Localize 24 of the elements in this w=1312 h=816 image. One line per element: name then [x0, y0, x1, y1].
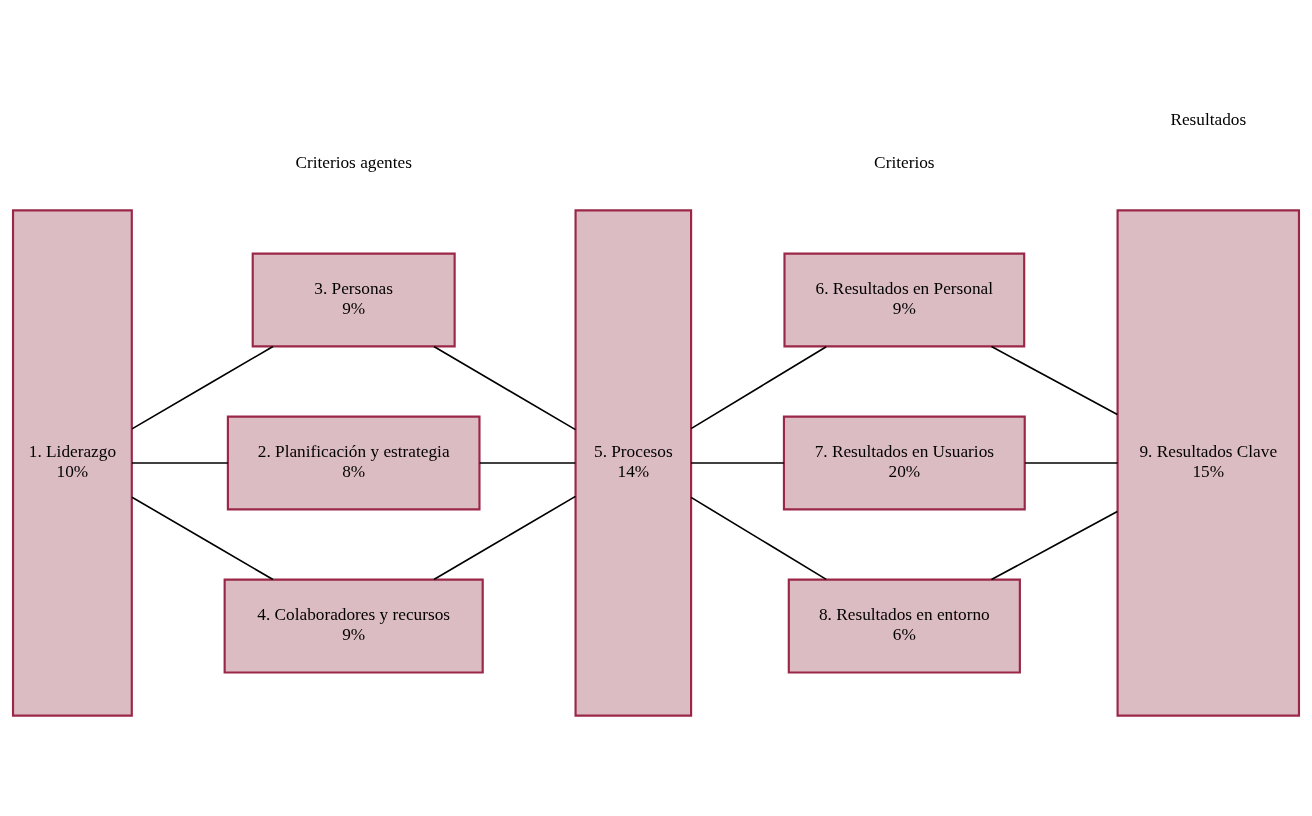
node-box: 6. Resultados en Personal 9%: [783, 252, 1026, 347]
node-box: 1. Liderazgo 10%: [11, 208, 133, 717]
connector: [690, 461, 785, 464]
connector: [131, 461, 229, 464]
connector: [131, 495, 274, 580]
connector: [990, 510, 1119, 580]
node-box: 5. Procesos 14%: [574, 208, 693, 717]
connector: [990, 345, 1119, 415]
connector: [478, 461, 577, 464]
label: Resultados: [1170, 109, 1247, 129]
label: Criterios agentes: [295, 152, 412, 172]
connector: [690, 345, 828, 429]
connector: [433, 495, 577, 580]
connector: [1024, 461, 1119, 464]
connector: [690, 496, 828, 580]
node-box: 7. Resultados en Usuarios 20%: [782, 415, 1026, 511]
connector: [131, 345, 274, 430]
node-box: 2. Planificación y estrategia 8%: [226, 415, 481, 511]
node-box: 9. Resultados Clave 15%: [1116, 208, 1301, 717]
node-box: 4. Colaboradores y recursos 9%: [223, 578, 484, 674]
node-box: 8. Resultados en entorno 6%: [787, 578, 1021, 674]
node-box: 3. Personas 9%: [251, 252, 456, 347]
label: Criterios: [874, 152, 935, 172]
connector: [433, 345, 577, 430]
